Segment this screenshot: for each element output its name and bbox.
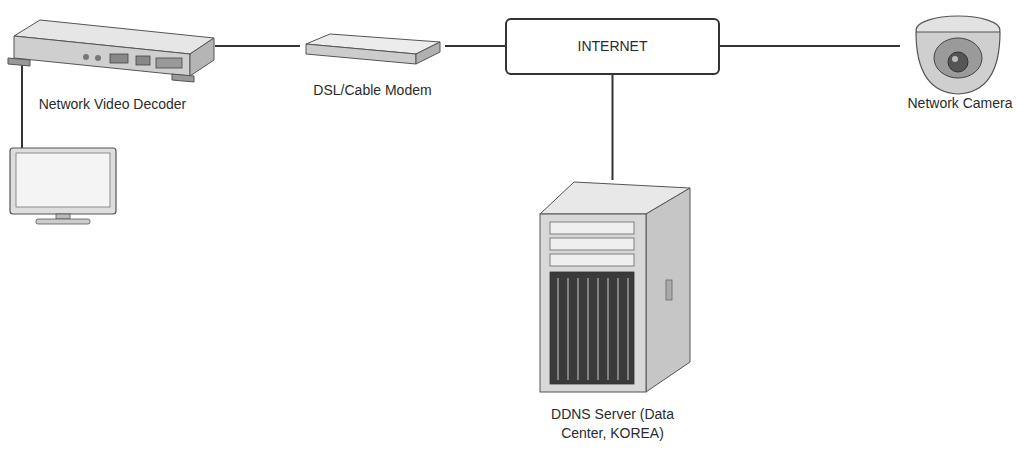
decoder-port xyxy=(156,58,182,68)
network-link xyxy=(445,45,505,47)
camera-lens xyxy=(948,52,968,72)
decoder-port xyxy=(110,54,128,63)
node-label: DSL/Cable Modem xyxy=(313,81,431,101)
vent-slot xyxy=(617,278,619,380)
server-handle xyxy=(666,280,672,300)
drive-bay xyxy=(550,238,634,250)
device-node: Network Camera xyxy=(900,10,1020,114)
video-cable xyxy=(21,60,23,150)
network-cloud-box: INTERNET xyxy=(505,18,720,75)
decoder-foot xyxy=(8,58,30,66)
server-front xyxy=(540,214,646,392)
network-link xyxy=(612,75,614,180)
camera-dome xyxy=(916,32,1000,94)
monitor xyxy=(10,148,116,224)
network-link xyxy=(215,45,300,47)
device-node: Network Video Decoder xyxy=(10,18,215,115)
vent-slot xyxy=(607,278,609,380)
decoder-front xyxy=(14,36,190,76)
decoder-port xyxy=(83,54,89,60)
node-label: Network Camera xyxy=(907,94,1012,114)
monitor-stand xyxy=(36,219,90,224)
decoder-port xyxy=(136,56,150,65)
server-tower xyxy=(540,182,690,392)
node-label: Network Video Decoder xyxy=(39,95,187,115)
vent-slot xyxy=(577,278,579,380)
camera-lens-glint xyxy=(952,56,958,62)
modem-front xyxy=(306,44,416,64)
drive-bay xyxy=(550,222,634,234)
decoder-side xyxy=(190,38,214,76)
decoder-port xyxy=(95,55,101,61)
dome-camera xyxy=(916,16,1000,94)
vent-slots xyxy=(558,278,628,380)
vent-slot xyxy=(597,278,599,380)
network-link xyxy=(720,45,900,47)
device-node: DSL/Cable Modem xyxy=(300,30,445,101)
drive-bay xyxy=(550,254,634,266)
modem-device xyxy=(306,34,440,64)
monitor-bezel xyxy=(10,148,116,214)
server-side xyxy=(646,188,690,392)
decoder-foot xyxy=(172,74,194,82)
node-label: DDNS Server (Data Center, KOREA) xyxy=(530,405,695,444)
vent-slot xyxy=(587,278,589,380)
node-label: INTERNET xyxy=(578,37,648,57)
device-node: DDNS Server (Data Center, KOREA) xyxy=(530,180,695,444)
monitor-neck xyxy=(56,214,70,219)
camera-housing xyxy=(934,38,982,78)
monitor-screen xyxy=(16,153,110,207)
vent-slot xyxy=(557,278,559,380)
vent-slot xyxy=(627,278,629,380)
server-vent xyxy=(550,272,634,384)
decoder-device xyxy=(8,20,214,82)
vent-slot xyxy=(567,278,569,380)
modem-side xyxy=(416,42,440,64)
